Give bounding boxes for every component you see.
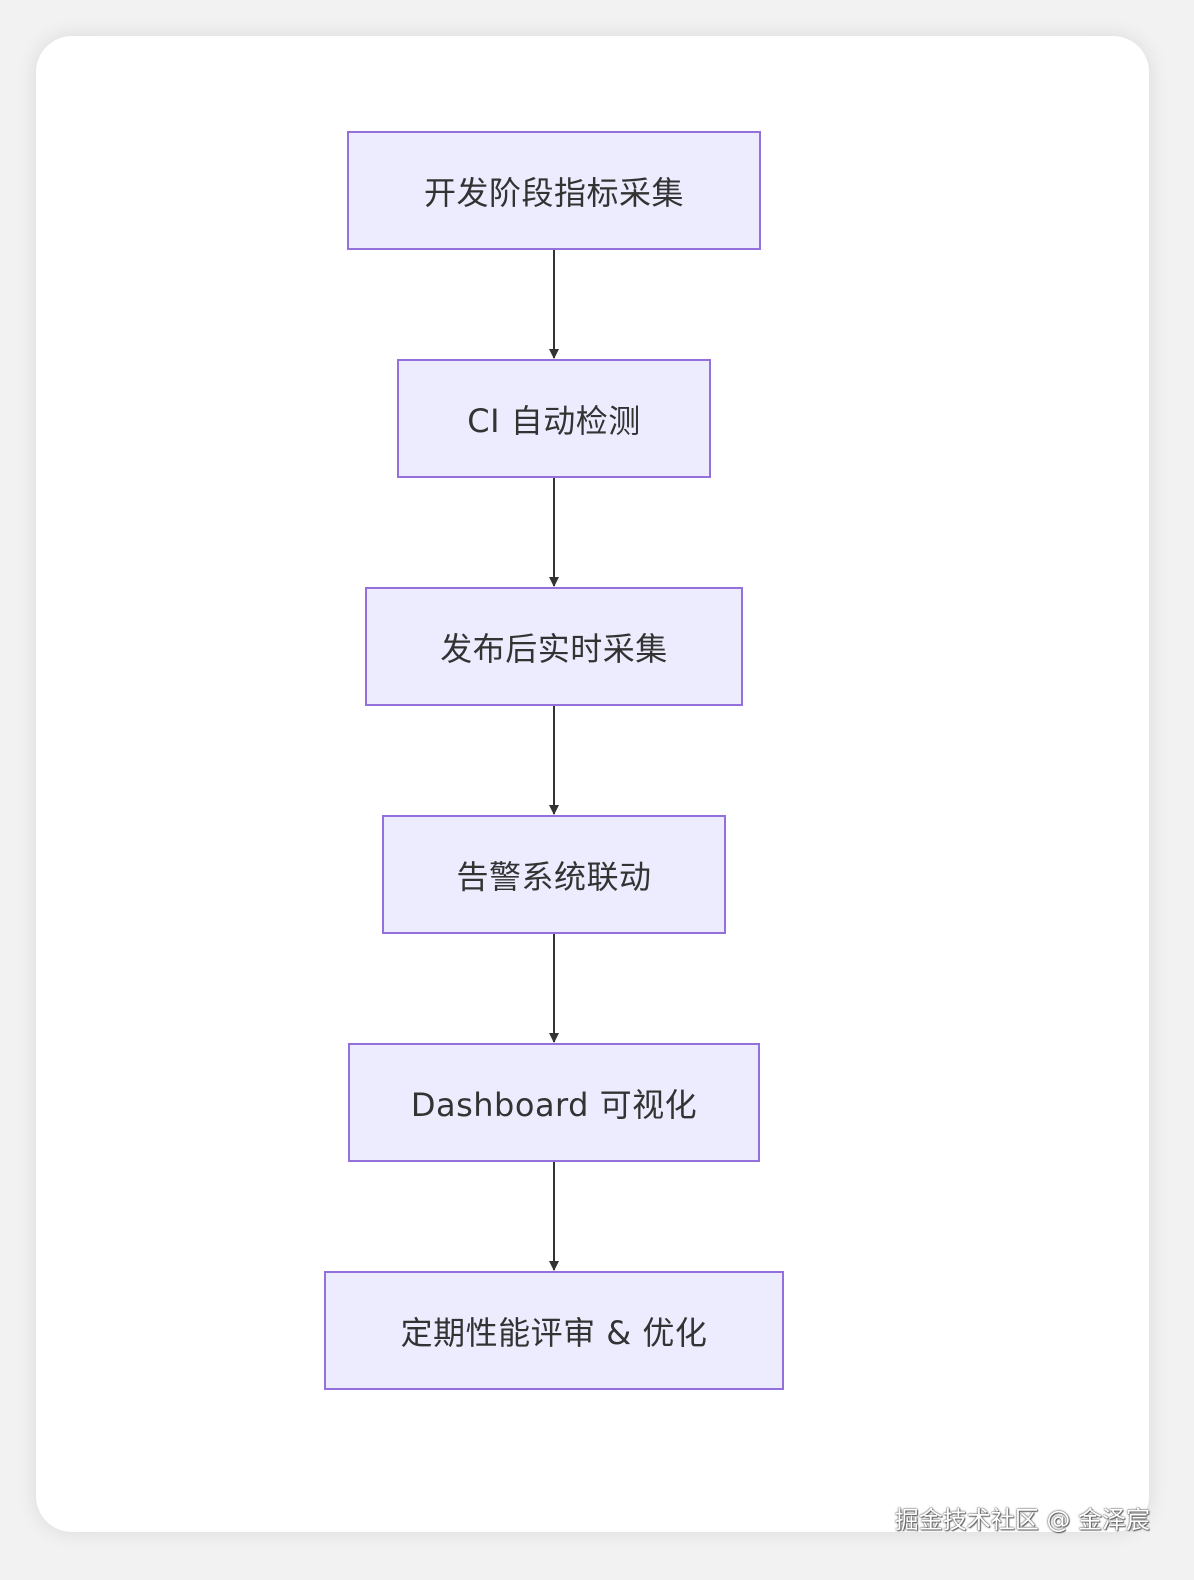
node-post-release-realtime-collection: 发布后实时采集 [365, 587, 743, 706]
node-alert-system-integration: 告警系统联动 [382, 815, 726, 934]
watermark: 掘金技术社区 @ 金泽宸 [894, 1506, 1150, 1534]
node-dev-metrics-collection: 开发阶段指标采集 [347, 131, 761, 250]
node-label: 定期性能评审 & 优化 [400, 1313, 708, 1352]
node-ci-auto-detection: CI 自动检测 [397, 359, 711, 478]
node-label: 发布后实时采集 [440, 629, 668, 668]
node-dashboard-visualization: Dashboard 可视化 [348, 1043, 760, 1162]
node-label: 告警系统联动 [456, 857, 652, 896]
node-periodic-review-optimization: 定期性能评审 & 优化 [324, 1271, 784, 1390]
node-label: CI 自动检测 [467, 401, 641, 440]
node-label: Dashboard 可视化 [410, 1085, 698, 1124]
node-label: 开发阶段指标采集 [423, 173, 684, 212]
